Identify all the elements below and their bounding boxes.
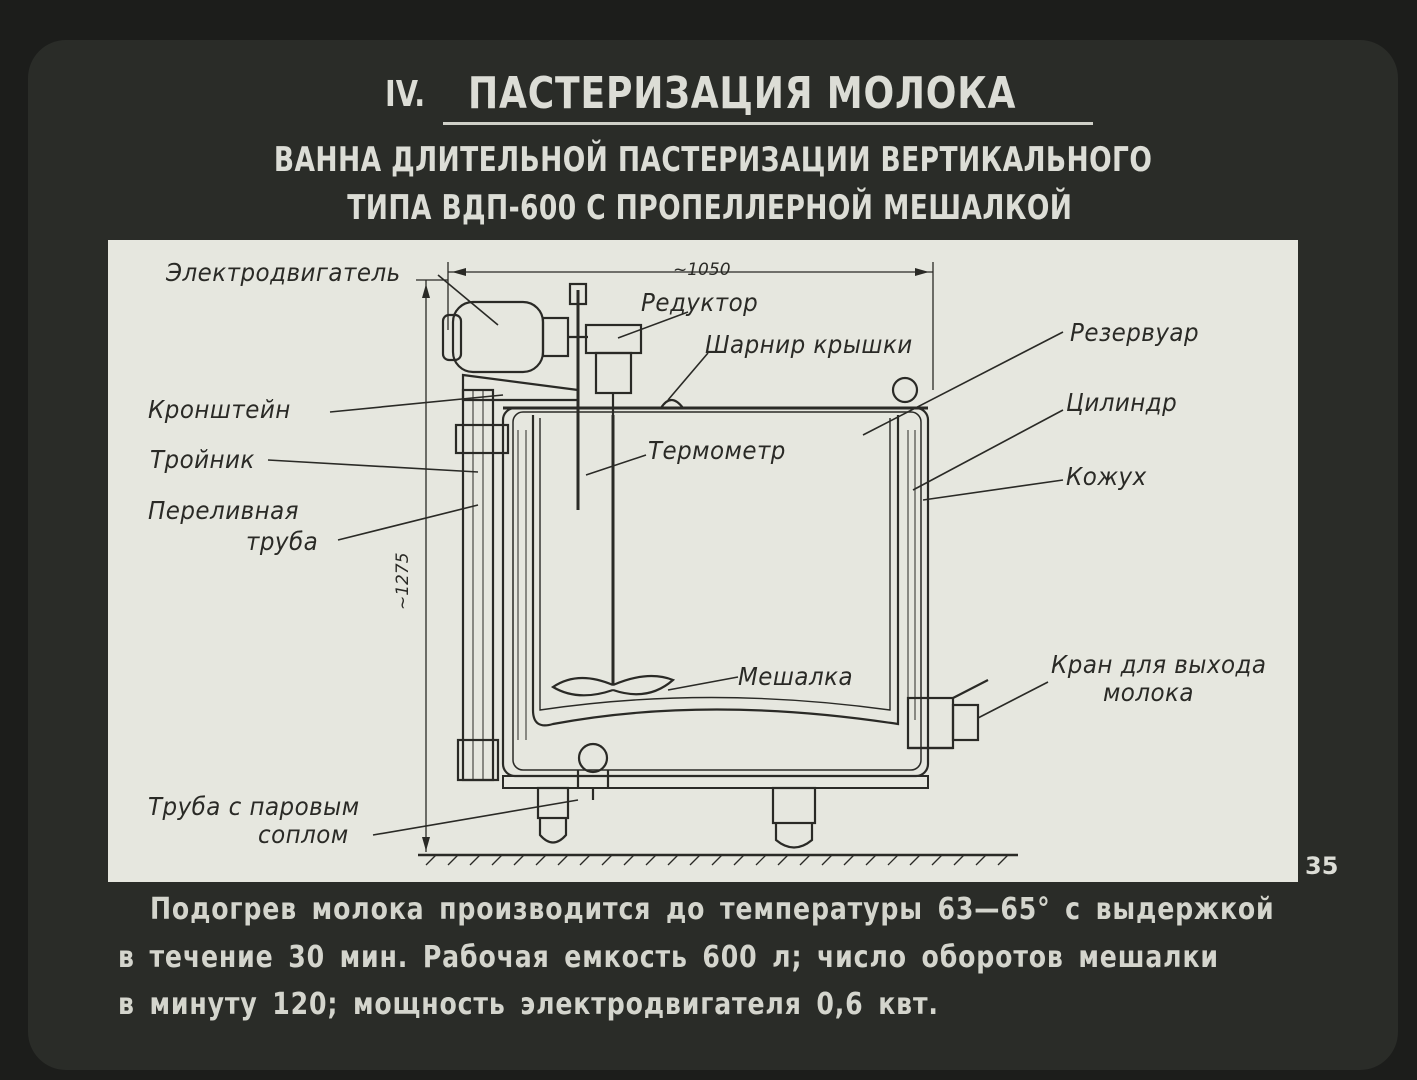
label-steam-line1: Труба с паровым <box>148 792 360 821</box>
label-bracket: Кронштейн <box>148 395 291 424</box>
label-thermometer: Термометр <box>648 436 786 465</box>
label-reducer: Редуктор <box>641 288 759 317</box>
label-overflow-line2: труба <box>246 527 319 556</box>
dimension-width: ~1050 <box>673 260 731 280</box>
subtitle-line-2: ТИПА ВДП-600 С ПРОПЕЛЛЕРНОЙ МЕШАЛКОЙ <box>347 188 1073 228</box>
label-tap-line1: Кран для выхода <box>1051 650 1267 679</box>
label-motor: Электродвигатель <box>166 258 401 287</box>
label-tee: Тройник <box>150 445 255 474</box>
label-stirrer: Мешалка <box>738 662 854 691</box>
dimension-height: ~1275 <box>393 552 413 610</box>
label-cylinder: Цилиндр <box>1066 388 1178 417</box>
label-steam-line2: соплом <box>258 820 349 849</box>
page-number: 35 <box>1305 852 1339 880</box>
slide-title: ПАСТЕРИЗАЦИЯ МОЛОКА <box>468 68 1017 119</box>
pasteurizer-drawing <box>267 262 1064 866</box>
caption-line-1: Подогрев молока производится до температ… <box>150 892 1275 927</box>
diagram-panel: Электродвигатель Редуктор Шарнир крышки … <box>108 240 1298 882</box>
caption-line-3: в минуту 120; мощность электродвигателя … <box>118 987 939 1022</box>
label-reservoir: Резервуар <box>1070 318 1200 347</box>
subtitle-line-1: ВАННА ДЛИТЕЛЬНОЙ ПАСТЕРИЗАЦИИ ВЕРТИКАЛЬН… <box>273 140 1153 180</box>
title-underline <box>443 122 1093 125</box>
caption-line-2: в течение 30 мин. Рабочая емкость 600 л;… <box>118 940 1219 975</box>
section-number: IV. <box>385 74 426 115</box>
label-overflow-line1: Переливная <box>148 496 299 525</box>
label-tap-line2: молока <box>1103 678 1194 707</box>
label-lid-hinge: Шарнир крышки <box>705 330 913 359</box>
label-jacket: Кожух <box>1066 462 1147 491</box>
